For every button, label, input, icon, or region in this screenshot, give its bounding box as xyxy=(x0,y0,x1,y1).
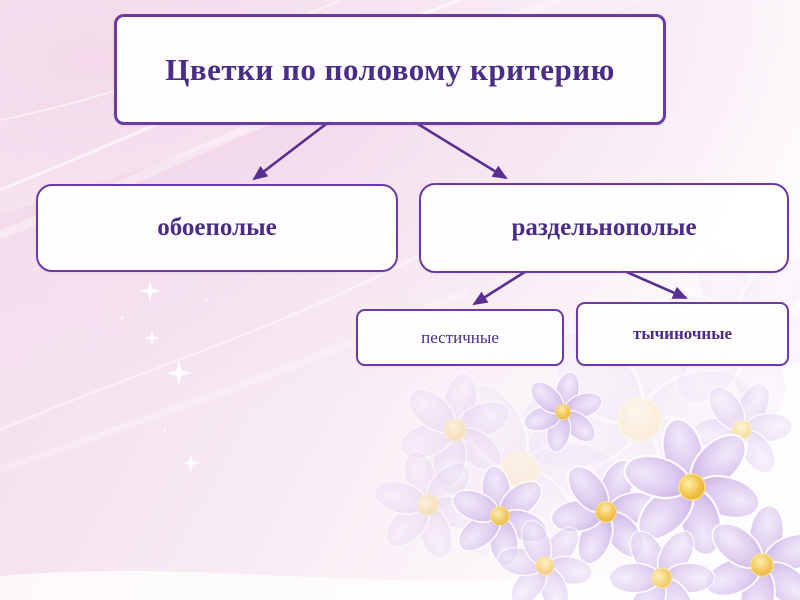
node-pestichnye-label: пестичные xyxy=(421,327,499,347)
node-razdelnopolye: раздельнополые xyxy=(419,183,789,273)
diagram-title: Цветки по половому критерию xyxy=(165,51,615,87)
arrow-title-to-oboepolye xyxy=(252,119,331,181)
arrow-razdelnopolye-to-pestichnye xyxy=(472,268,529,306)
arrow-title-to-razdelnopolye xyxy=(412,119,508,180)
node-oboepolye-label: обоеполые xyxy=(157,214,277,241)
bottom-white-wave xyxy=(0,570,800,600)
node-tychinochnye: тычиночные xyxy=(576,302,789,366)
node-oboepolye: обоеполые xyxy=(36,184,398,272)
arrow-razdelnopolye-to-tychinochnye xyxy=(621,268,688,300)
sparkle-stars xyxy=(120,280,208,472)
node-tychinochnye-label: тычиночные xyxy=(632,324,733,343)
node-pestichnye: пестичные xyxy=(356,309,564,366)
diagram-title-box: Цветки по половому критерию xyxy=(114,14,666,125)
node-razdelnopolye-label: раздельнополые xyxy=(511,214,697,241)
